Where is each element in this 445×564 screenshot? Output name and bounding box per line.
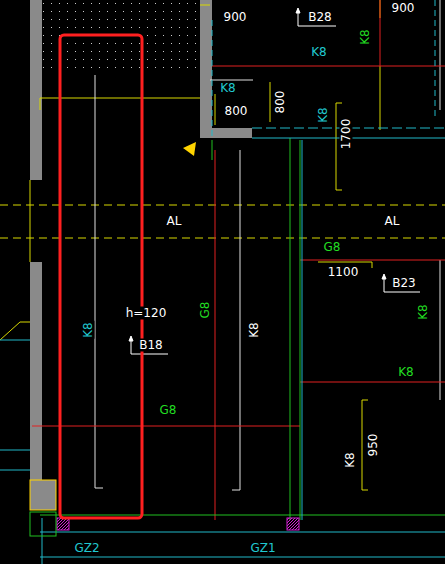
rebar-label-vertical: K8 [344, 451, 357, 469]
rebar-label-vertical: K8 [359, 28, 372, 46]
rebar-label: B28 [307, 11, 333, 24]
rebar-label: B23 [391, 277, 417, 290]
rebar-label: K8 [310, 46, 328, 59]
rebar-label: 800 [224, 105, 249, 118]
rebar-label: GZ2 [73, 542, 100, 555]
rebar-label: 900 [223, 11, 248, 24]
rebar-label-vertical: K8 [417, 303, 430, 321]
rebar-label: 1100 [327, 266, 360, 279]
rebar-label: GZ1 [249, 542, 276, 555]
rebar-label-vertical: 950 [367, 433, 380, 458]
rebar-label: 900 [391, 2, 416, 15]
rebar-label: h=120 [125, 307, 168, 320]
rebar-label: AL [166, 215, 183, 228]
rebar-label-vertical: K8 [317, 106, 330, 124]
rebar-label-vertical: 800 [274, 90, 287, 115]
rebar-label-vertical: K8 [82, 321, 95, 339]
rebar-label: AL [384, 215, 401, 228]
rebar-label: G8 [159, 404, 178, 417]
rebar-label: B18 [138, 339, 164, 352]
rebar-label-vertical: 1700 [340, 118, 353, 151]
rebar-label: G8 [323, 241, 342, 254]
rebar-label-vertical: K8 [248, 321, 261, 339]
rebar-label: K8 [397, 366, 415, 379]
rebar-label-vertical: G8 [199, 301, 212, 320]
rebar-label: K8 [219, 82, 237, 95]
